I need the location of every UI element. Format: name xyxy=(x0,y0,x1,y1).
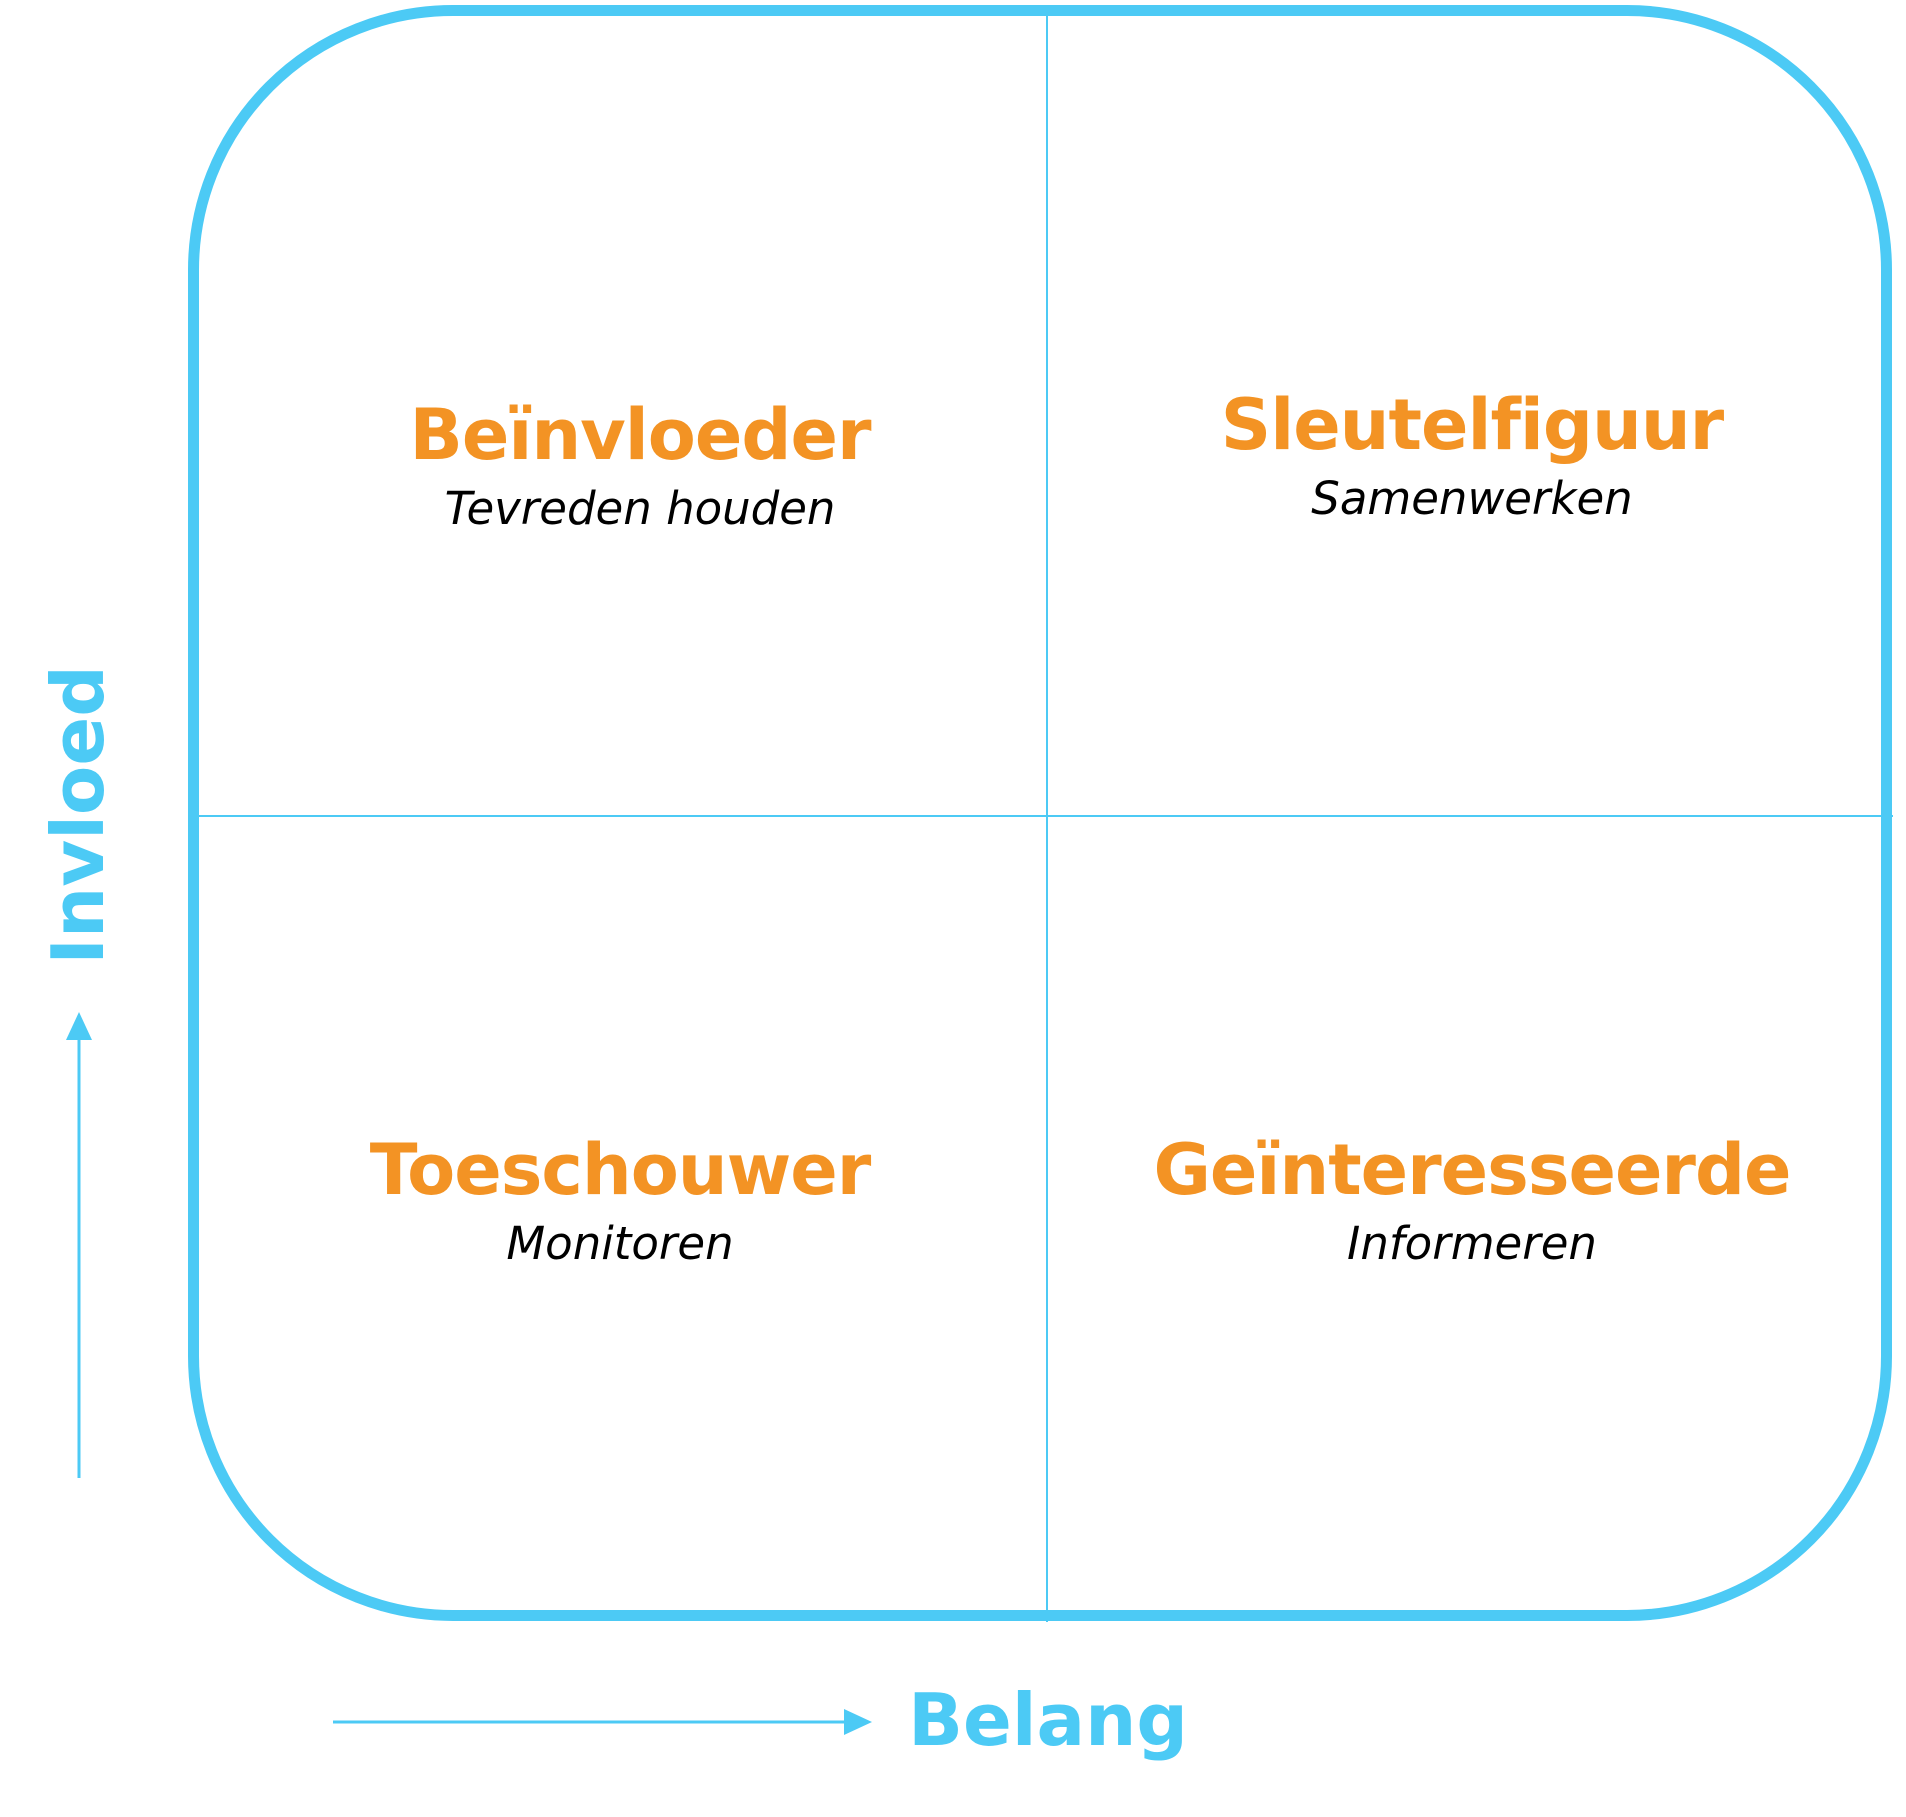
quadrant-title: Geïnteresseerde xyxy=(1153,1129,1791,1211)
vertical-divider xyxy=(1046,14,1048,1622)
x-axis-arrow-head xyxy=(844,1709,872,1735)
quadrant-title: Beïnvloeder xyxy=(409,394,872,476)
quadrant-frame xyxy=(188,5,1892,1621)
quadrant-bottom-left: Toeschouwer Monitoren xyxy=(270,1130,970,1274)
y-axis-arrow-head xyxy=(66,1012,92,1040)
y-axis-label: Invloed xyxy=(36,665,120,965)
quadrant-subtitle: Samenwerken xyxy=(1311,472,1633,525)
quadrant-subtitle: Informeren xyxy=(1347,1217,1597,1270)
quadrant-title: Toeschouwer xyxy=(369,1129,872,1211)
horizontal-divider xyxy=(199,815,1893,817)
quadrant-top-left: Beïnvloeder Tevreden houden xyxy=(290,395,990,539)
x-axis-label: Belang xyxy=(908,1678,1188,1762)
quadrant-top-right: Sleutelfiguur Samenwerken xyxy=(1122,385,1822,529)
quadrant-bottom-right: Geïnteresseerde Informeren xyxy=(1122,1130,1822,1274)
quadrant-subtitle: Monitoren xyxy=(506,1217,734,1270)
quadrant-title: Sleutelfiguur xyxy=(1220,384,1724,466)
quadrant-subtitle: Tevreden houden xyxy=(444,482,836,535)
